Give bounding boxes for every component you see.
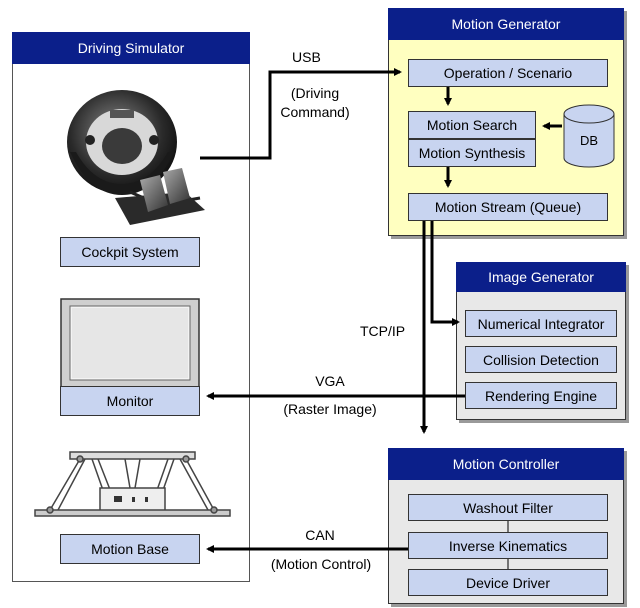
tcpip-label: TCP/IP	[360, 323, 406, 339]
can-label: CAN	[305, 527, 335, 543]
monitor-box: Monitor	[60, 386, 200, 416]
driving-command-label-line2: Command)	[280, 104, 350, 120]
usb-label: USB	[292, 49, 321, 65]
motion-search-box: Motion Search	[408, 111, 536, 139]
cockpit-system-box: Cockpit System	[60, 237, 200, 267]
motion-stream-box: Motion Stream (Queue)	[408, 193, 608, 221]
rendering-engine-box: Rendering Engine	[465, 382, 617, 409]
inverse-kinematics-box: Inverse Kinematics	[408, 532, 608, 559]
device-driver-box: Device Driver	[408, 569, 608, 596]
steering-wheel-icon	[67, 90, 205, 225]
usb-connector	[200, 68, 402, 160]
motion-controller-title: Motion Controller	[388, 448, 624, 480]
monitor-icon	[60, 298, 200, 388]
raster-image-label: (Raster Image)	[283, 401, 377, 417]
db-label: DB	[579, 133, 599, 148]
driving-command-label-line1: (Driving	[290, 85, 340, 101]
operation-scenario-box: Operation / Scenario	[408, 59, 608, 87]
motion-synthesis-box: Motion Synthesis	[408, 139, 536, 167]
motion-base-box: Motion Base	[60, 534, 200, 564]
motion-platform-icon	[34, 451, 231, 517]
motion-control-label: (Motion Control)	[270, 556, 372, 572]
image-generator-title: Image Generator	[456, 262, 626, 292]
driving-simulator-header: Driving Simulator	[12, 32, 250, 64]
numerical-integrator-box: Numerical Integrator	[465, 310, 617, 337]
washout-filter-box: Washout Filter	[408, 494, 608, 521]
collision-detection-box: Collision Detection	[465, 346, 617, 373]
database-icon	[563, 104, 615, 168]
motion-generator-title: Motion Generator	[388, 8, 624, 40]
stream-to-integrator-arrow	[430, 221, 460, 326]
vga-label: VGA	[315, 373, 345, 389]
